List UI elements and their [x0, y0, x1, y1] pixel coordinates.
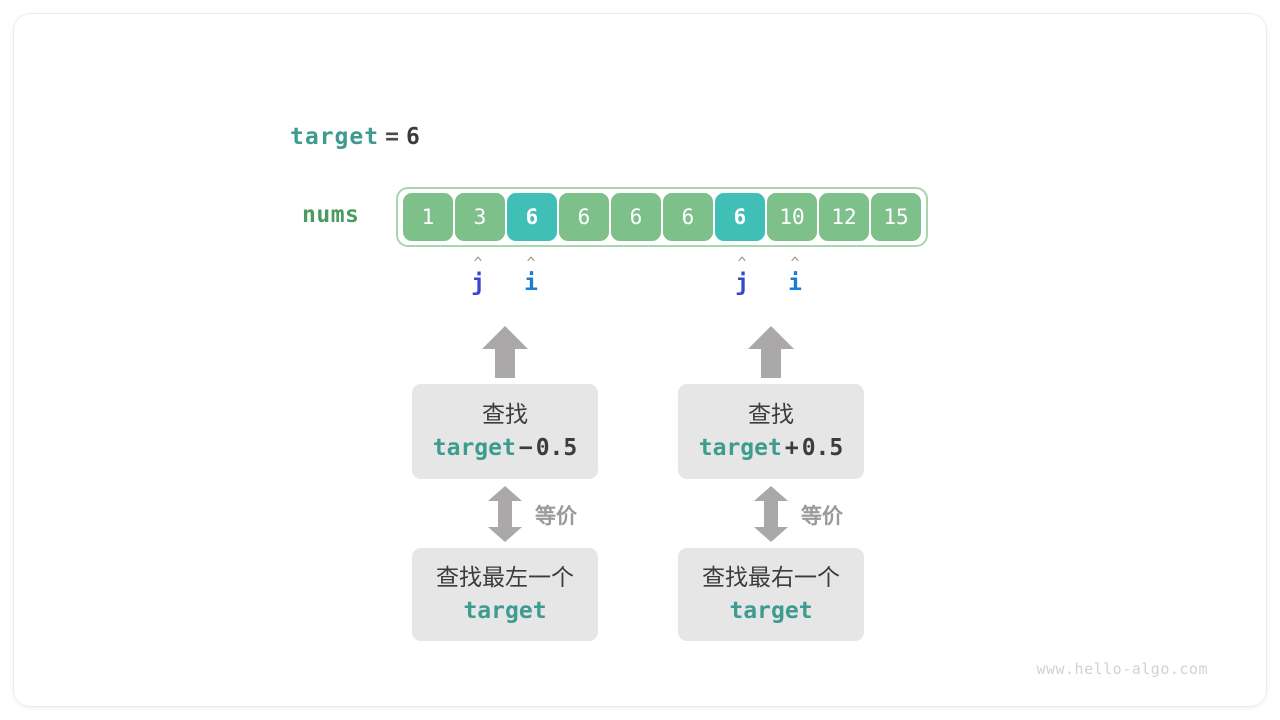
- equivalence-label-left: 等价: [535, 504, 577, 528]
- array-cell: 6: [559, 193, 609, 241]
- up-arrow-icon-right: [748, 326, 794, 378]
- search-verb: 查找: [748, 401, 794, 428]
- pointer-label: i: [524, 270, 538, 296]
- arrow-head-down: [754, 527, 788, 542]
- search-description: 查找最左一个: [436, 564, 574, 591]
- array-cell: 15: [871, 193, 921, 241]
- search-box-left-bottom: 查找最左一个 target: [412, 548, 598, 641]
- caret-icon: ^: [737, 254, 747, 272]
- search-expression: target+0.5: [699, 431, 844, 465]
- pointer-label: j: [735, 270, 749, 296]
- target-keyword: target: [463, 597, 547, 624]
- array-cell: 3: [455, 193, 505, 241]
- search-verb: 查找: [482, 401, 528, 428]
- target-value: 6: [405, 124, 421, 150]
- watermark: www.hello-algo.com: [1036, 660, 1208, 678]
- target-declaration: target=6: [290, 124, 421, 150]
- array-cell: 12: [819, 193, 869, 241]
- arrow-head-down: [488, 527, 522, 542]
- caret-icon: ^: [526, 254, 536, 272]
- caret-icon: ^: [473, 254, 483, 272]
- pointer-i-right: ^ i: [780, 254, 810, 297]
- operand: 0.5: [535, 434, 578, 461]
- operator: +: [784, 434, 799, 461]
- nums-array: 1 3 6 6 6 6 6 10 12 15: [396, 187, 928, 247]
- arrow-shaft: [764, 500, 778, 528]
- target-keyword: target: [729, 597, 813, 624]
- arrow-shaft: [498, 500, 512, 528]
- arrow-head-up: [488, 486, 522, 501]
- pointer-i-left: ^ i: [516, 254, 546, 297]
- search-expression: target−0.5: [433, 431, 578, 465]
- search-expression: target: [729, 594, 812, 628]
- equals-sign: =: [385, 124, 400, 150]
- caret-icon: ^: [790, 254, 800, 272]
- array-cell-highlighted: 6: [715, 193, 765, 241]
- array-cell: 6: [611, 193, 661, 241]
- pointer-label: i: [788, 270, 802, 296]
- double-arrow-icon-right: [754, 486, 788, 542]
- arrow-shaft: [495, 347, 515, 378]
- pointer-label: j: [471, 270, 485, 296]
- up-arrow-icon-left: [482, 326, 528, 378]
- operand: 0.5: [801, 434, 844, 461]
- array-cell-highlighted: 6: [507, 193, 557, 241]
- pointer-j-right: ^ j: [727, 254, 757, 297]
- equivalence-label-right: 等价: [801, 504, 843, 528]
- array-cell: 1: [403, 193, 453, 241]
- search-box-right-bottom: 查找最右一个 target: [678, 548, 864, 641]
- arrow-head: [482, 326, 528, 349]
- search-box-left-top: 查找 target−0.5: [412, 384, 598, 479]
- arrow-head-up: [754, 486, 788, 501]
- target-keyword: target: [290, 124, 380, 150]
- pointer-j-left: ^ j: [463, 254, 493, 297]
- arrow-shaft: [761, 347, 781, 378]
- operator: −: [518, 434, 533, 461]
- array-cell: 10: [767, 193, 817, 241]
- target-keyword: target: [698, 434, 782, 461]
- arrow-head: [748, 326, 794, 349]
- figure-canvas: target=6 nums 1 3 6 6 6 6 6 10 12 15 ^ j…: [14, 14, 1266, 706]
- array-label: nums: [302, 202, 360, 228]
- search-description: 查找最右一个: [702, 564, 840, 591]
- array-cell: 6: [663, 193, 713, 241]
- search-expression: target: [463, 594, 546, 628]
- double-arrow-icon-left: [488, 486, 522, 542]
- target-keyword: target: [432, 434, 516, 461]
- search-box-right-top: 查找 target+0.5: [678, 384, 864, 479]
